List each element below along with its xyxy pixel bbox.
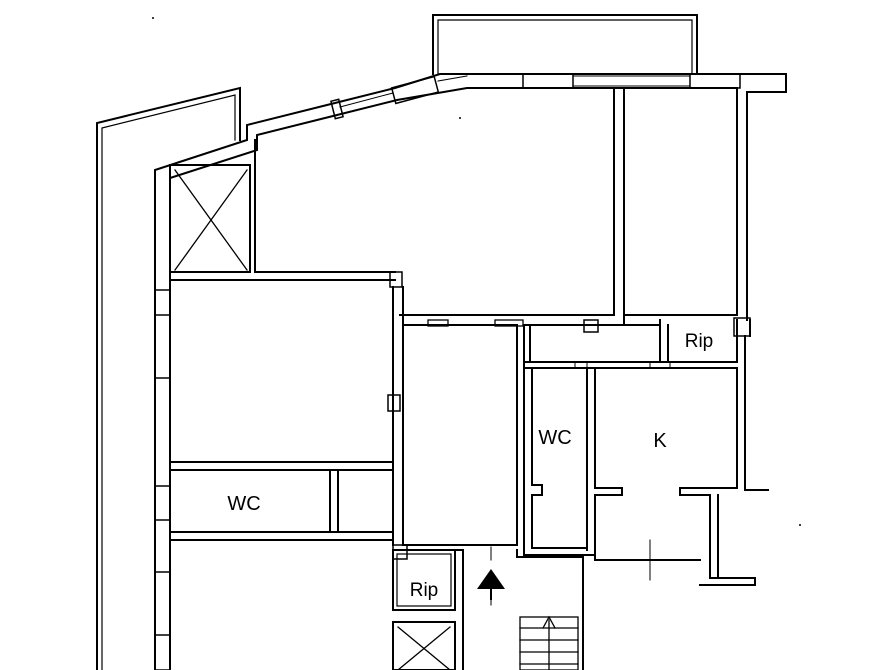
room-central <box>402 319 661 556</box>
room-label-kitchen: K <box>653 430 667 452</box>
elevator-shaft-icon <box>392 621 456 670</box>
room-label-wc-left: WC <box>227 493 260 515</box>
room-label-wc-center: WC <box>538 427 571 449</box>
room-upper-right <box>623 87 751 337</box>
room-storage-lower <box>392 544 456 611</box>
exterior-wall-top <box>154 73 787 311</box>
room-kitchen <box>594 335 769 586</box>
terrace <box>96 86 241 670</box>
exterior-wall-left <box>154 289 171 670</box>
room-label-storage-upper: Rip <box>685 331 714 352</box>
room-label-storage-lower: Rip <box>410 580 439 601</box>
staircase-icon <box>519 615 579 670</box>
hallway-right <box>523 361 738 561</box>
balcony <box>432 14 698 75</box>
room-left-middle <box>169 286 404 546</box>
entrance-arrow-icon <box>477 569 505 600</box>
room-wc-center <box>523 367 596 556</box>
room-upper-living <box>169 87 625 326</box>
room-wc-left <box>169 469 394 541</box>
elevator-shaft-upper <box>169 164 251 273</box>
